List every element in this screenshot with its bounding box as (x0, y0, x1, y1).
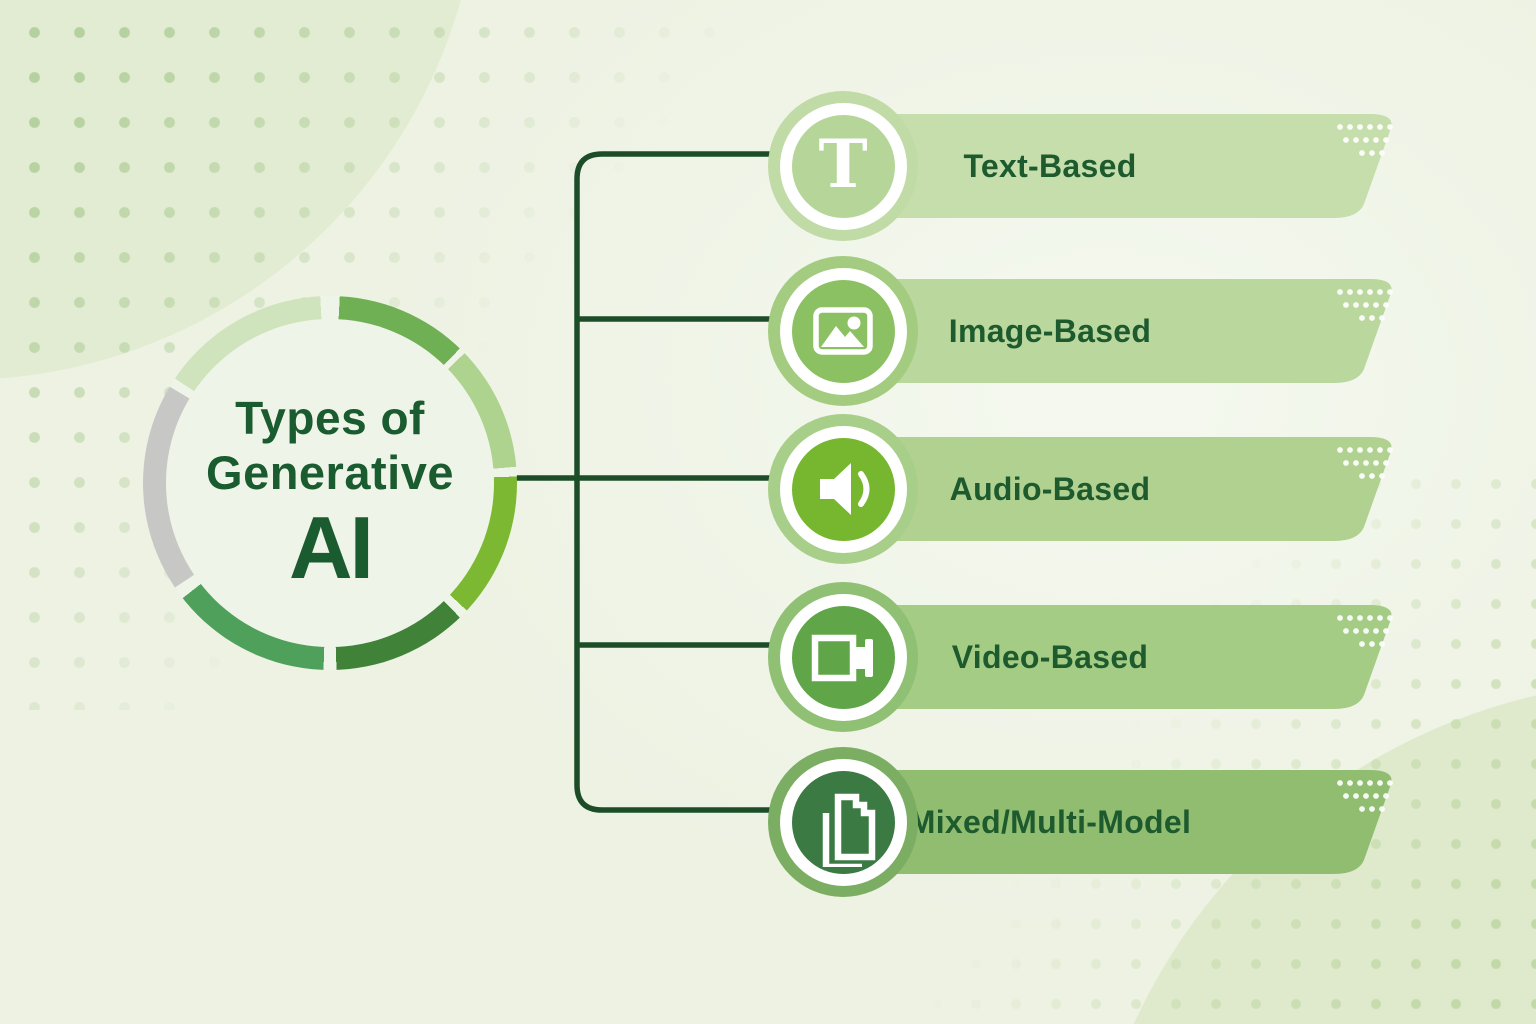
bar-halftone-dots (1337, 124, 1393, 156)
branch-node-inner (791, 437, 895, 541)
branch-node-white-ring (779, 267, 907, 395)
bar-halftone-dots (1337, 447, 1393, 479)
center-title: Types of Generative AI (123, 392, 537, 594)
documents-icon (822, 793, 876, 867)
branch-bar (850, 437, 1393, 541)
center-title-line3: AI (289, 498, 374, 597)
branch-node (768, 414, 918, 564)
branch-bar (850, 114, 1393, 218)
halftone-dots-bottom-right (916, 464, 1536, 1024)
branch-node-white-ring (779, 758, 907, 886)
speaker-icon (820, 463, 870, 515)
branch-label: Text-Based (963, 148, 1137, 184)
branch-node-inner (791, 279, 895, 383)
branch-label: Audio-Based (949, 471, 1151, 507)
branch-node-inner (791, 605, 895, 709)
branch-bar (850, 770, 1393, 874)
center-title-line1: Types of (235, 392, 425, 444)
branch-bar-shape (850, 114, 1392, 218)
center-ring (143, 296, 517, 670)
branch-node (768, 256, 918, 406)
video-camera-icon (811, 634, 873, 682)
branch-bar-shape (850, 279, 1392, 383)
branch-node (768, 582, 918, 732)
branch-bar-shape (850, 770, 1392, 874)
branch-node-white-ring (779, 593, 907, 721)
branch-node-white-ring: T (779, 102, 907, 230)
branch-bar-shape (850, 437, 1392, 541)
bar-halftone-dots (1337, 780, 1393, 812)
center-ring-hole (166, 319, 494, 647)
center-title-line2: Generative (206, 446, 454, 499)
bar-halftone-dots (1337, 615, 1393, 647)
branch-bar (850, 605, 1393, 709)
branch-bar-shape (850, 605, 1392, 709)
branch-label: Video-Based (951, 639, 1149, 675)
branch-label: Mixed/Multi-Model (908, 804, 1192, 840)
connector-trunk (574, 151, 841, 813)
branch-node: T (768, 91, 918, 241)
branch-label: Image-Based (948, 313, 1152, 349)
branch-node-inner (791, 770, 895, 874)
image-icon (813, 307, 873, 355)
branch-node-inner: T (791, 114, 895, 218)
branch-node-white-ring (779, 425, 907, 553)
branch-bar (850, 279, 1393, 383)
branch-node (768, 747, 918, 897)
letter-t-icon: T (818, 125, 868, 203)
bar-halftone-dots (1337, 289, 1393, 321)
